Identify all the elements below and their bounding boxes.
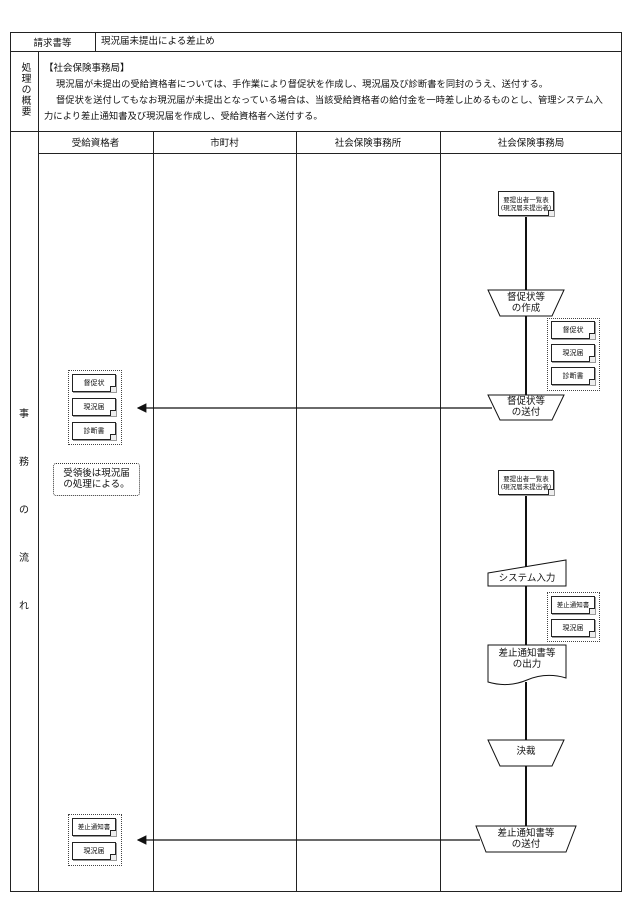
summary-line-4: 力により差止通知書及び現況届を作成し、受給資格者へ送付する。 — [44, 111, 323, 122]
column-header-divider — [38, 153, 622, 154]
flow-side-char-2: 務 — [19, 457, 29, 468]
summary-line-3: 督促状を送付してもなお現況届が未提出となっている場合は、当該受給資格者の給付金を… — [56, 95, 603, 106]
shape-output-doc — [487, 644, 567, 686]
summary-label: 処理の概要 — [19, 62, 30, 117]
doc-list-2-line-2: (現況届未提出者) — [500, 482, 552, 491]
note-line-2: の処理による。 — [63, 479, 130, 490]
note-box — [53, 463, 140, 496]
proc-send2-label: 差止通知書等 の送付 — [476, 828, 576, 850]
shape-approval — [487, 739, 565, 767]
flow-side-char-3: の — [19, 505, 29, 516]
approval-label: 決裁 — [516, 746, 536, 757]
doc-left-2-item-1: 差止通知書 — [72, 818, 116, 836]
request-value: 現況届未提出による差止め — [101, 36, 215, 47]
lane-divider-3 — [440, 131, 441, 892]
lane-divider-2 — [296, 131, 297, 892]
doc-right-2-item-2: 現況届 — [551, 619, 595, 637]
request-label: 請求書等 — [33, 37, 72, 49]
proc-send-line-2: の送付 — [511, 407, 541, 418]
summary-line-1: 【社会保険事務局】 — [44, 63, 130, 74]
proc-create-line-2: の作成 — [511, 303, 541, 314]
shape-proc-send2 — [475, 825, 577, 853]
column-header-social-insurance-bureau: 社会保険事務局 — [497, 138, 565, 149]
proc-send2-line-2: の送付 — [511, 839, 541, 850]
doc-list-1-line-1: 要提出者一覧表 — [503, 195, 549, 204]
lane-divider-1 — [153, 131, 154, 892]
flow-side-char-5: れ — [19, 601, 29, 612]
proc-create-label: 督促状等 の作成 — [488, 292, 564, 314]
doc-left-1-item-3: 診断書 — [72, 422, 116, 440]
output-line-1: 差止通知書等 — [498, 648, 556, 659]
doc-left-2-item-2: 現況届 — [72, 842, 116, 860]
proc-create-line-1: 督促状等 — [506, 292, 545, 303]
doc-list-1-line-2: (現況届未提出者) — [500, 203, 552, 212]
flow-side-char-4: 流 — [19, 553, 29, 564]
doc-right-2-item-1: 差止通知書 — [551, 596, 595, 614]
doc-right-1-item-2: 現況届 — [551, 344, 595, 362]
doc-left-1-item-2: 現況届 — [72, 398, 116, 416]
summary-bottom-divider — [10, 131, 622, 132]
doc-right-1-item-3: 診断書 — [551, 367, 595, 385]
doc-right-1-item-1: 督促状 — [551, 321, 595, 339]
doc-list-2-line-1: 要提出者一覧表 — [503, 474, 549, 483]
form-frame — [10, 32, 622, 892]
doc-group-left-2 — [68, 814, 122, 866]
output-line-2: の出力 — [512, 659, 542, 670]
doc-group-right-1 — [547, 318, 600, 391]
doc-group-right-2 — [547, 592, 600, 642]
summary-line-2: 現況届が未提出の受給資格者については、手作業により督促状を作成し、現況届及び診断… — [56, 79, 549, 90]
doc-list-2: 要提出者一覧表 (現況届未提出者) — [498, 470, 554, 495]
left-col-divider — [38, 51, 39, 892]
column-header-social-insurance-office: 社会保険事務所 — [334, 138, 402, 149]
proc-send-label: 督促状等 の送付 — [488, 396, 564, 418]
shape-proc-send — [487, 394, 565, 421]
shape-system-input — [487, 559, 567, 587]
note-line-1: 受領後は現況届 — [63, 468, 130, 479]
doc-left-1-item-1: 督促状 — [72, 374, 116, 392]
proc-send2-line-1: 差止通知書等 — [497, 828, 555, 839]
proc-send-line-1: 督促状等 — [506, 396, 545, 407]
system-input-label: システム入力 — [498, 573, 556, 584]
doc-group-left-1 — [68, 370, 122, 445]
flow-side-char-1: 事 — [19, 409, 29, 420]
header-col-divider — [95, 32, 96, 51]
doc-list-1: 要提出者一覧表 (現況届未提出者) — [498, 191, 554, 216]
output-label: 差止通知書等 の出力 — [488, 648, 566, 670]
flow-side-label: 事 務 の 流 れ — [12, 408, 36, 648]
column-header-municipality: 市町村 — [210, 138, 239, 149]
column-header-recipient: 受給資格者 — [71, 138, 120, 149]
shape-proc-create — [487, 289, 565, 317]
header-row-divider — [10, 51, 622, 52]
note-text: 受領後は現況届 の処理による。 — [53, 468, 140, 490]
